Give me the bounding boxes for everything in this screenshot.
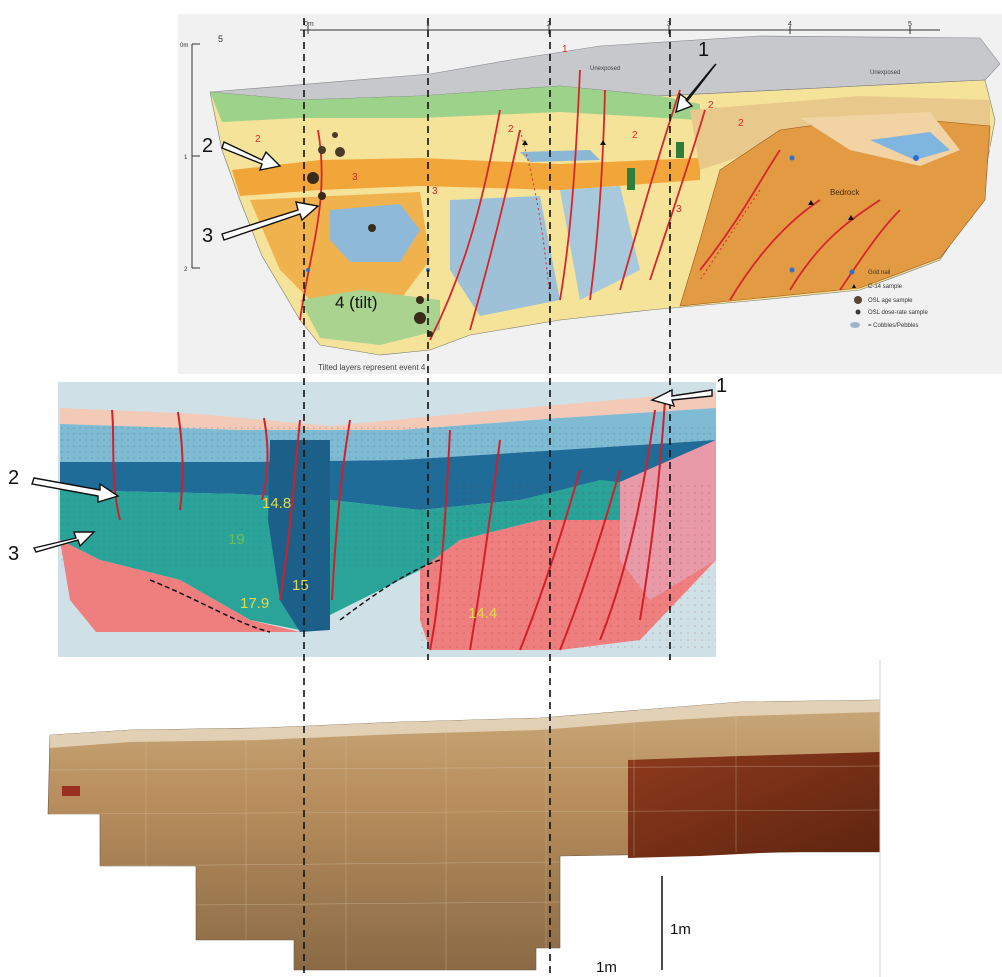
legend-osl-dose-icon <box>856 310 861 315</box>
event-label-3c: 3 <box>676 204 682 215</box>
age-label-1: 14.8 <box>262 495 291 512</box>
top-caption: Tilted layers represent event 4 <box>318 363 426 372</box>
event-label-3b: 3 <box>432 186 438 197</box>
top-trench-log: 0m 1 2 3 4 5 5 0m 1 2 Unexposed Unexpose… <box>178 14 1002 374</box>
event-label-2d: 2 <box>708 100 714 111</box>
unexposed-label-2: Unexposed <box>870 70 900 76</box>
scale-label-horizontal: 1m <box>596 959 617 976</box>
bedrock-label: Bedrock <box>830 188 860 197</box>
ruler-tick-0: 0m <box>304 21 314 28</box>
age-label-5: 14.4 <box>468 605 497 622</box>
legend-osl-age: OSL age sample <box>868 298 913 304</box>
arrow-top-3-label: 3 <box>202 225 213 247</box>
ruler-tick-5: 5 <box>908 21 912 28</box>
arrow-mid-1-label: 1 <box>716 375 727 397</box>
blue-lens-upper <box>520 150 600 162</box>
photo-red-marker <box>62 786 80 796</box>
age-label-4: 17.9 <box>240 595 269 612</box>
arrow-top-2-label: 2 <box>202 135 213 157</box>
event-label-2c: 2 <box>255 134 261 145</box>
tilt-label: 4 (tilt) <box>335 293 378 312</box>
photo-red-zone <box>628 752 880 858</box>
event-label-2b: 2 <box>632 130 638 141</box>
event-label-3a: 3 <box>352 172 358 183</box>
legend-grid-nail-icon <box>850 270 855 275</box>
scale-label-vertical: 1m <box>670 921 691 938</box>
middle-trench-log: 14.8 19 15 17.9 14.4 <box>58 382 716 657</box>
age-label-2: 19 <box>228 531 245 548</box>
arrow-mid-3-label: 3 <box>8 543 19 565</box>
event-label-2e: 2 <box>738 118 744 129</box>
event-label-1: 1 <box>562 44 568 55</box>
trench-photo-mosaic: 1m 1m <box>48 660 880 977</box>
legend-cobbles-icon <box>850 322 860 328</box>
legend-c14: C-14 sample <box>868 284 903 290</box>
legend-grid-nail: Grid nail <box>868 270 890 276</box>
age-label-3: 15 <box>292 577 309 594</box>
legend-osl-age-icon <box>854 296 862 304</box>
arrow-top-1-label: 1 <box>698 39 709 61</box>
depth-tick-0: 0m <box>180 43 188 49</box>
legend-cobbles: = Cobbles/Pebbles <box>868 323 919 329</box>
panel-number: 5 <box>218 34 223 44</box>
unexposed-label-1: Unexposed <box>590 66 620 72</box>
legend-osl-dose: OSL dose-rate sample <box>868 310 928 316</box>
event-label-2a: 2 <box>508 124 514 135</box>
ruler-tick-4: 4 <box>788 21 792 28</box>
arrow-mid-2-label: 2 <box>8 467 19 489</box>
